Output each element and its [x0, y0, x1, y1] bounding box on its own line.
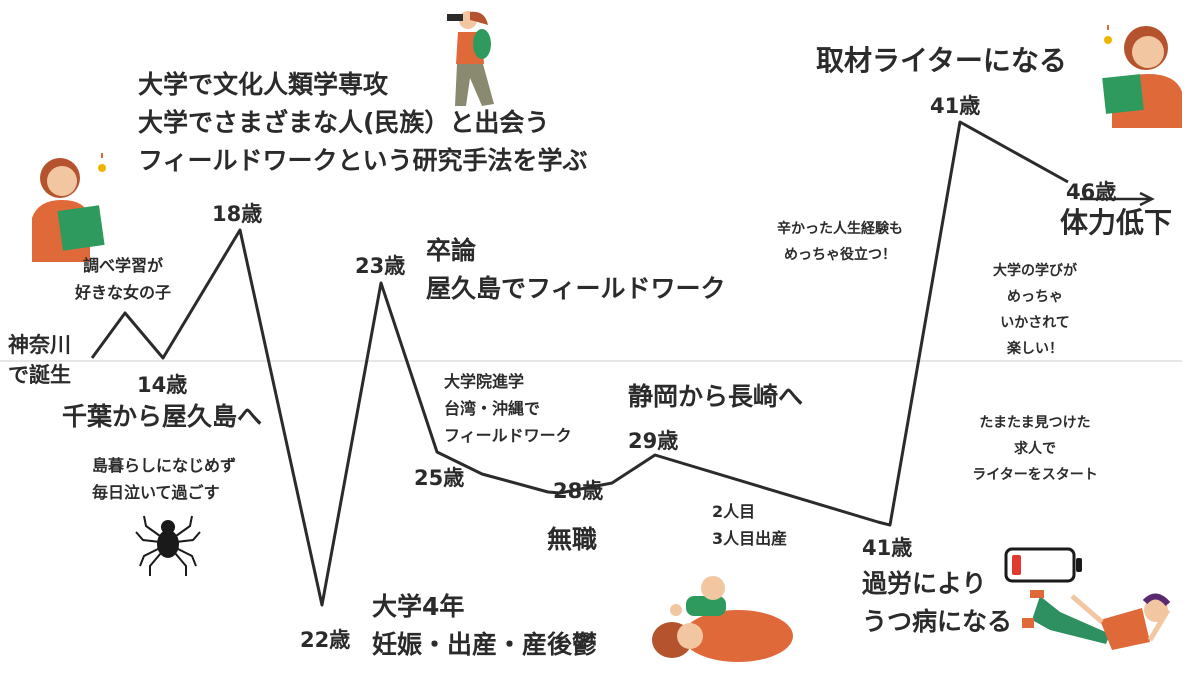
age-22-label: 22歳	[300, 628, 351, 652]
grad-school-line-2: 台湾・沖縄で	[444, 399, 541, 418]
university-line-1: 大学で文化人類学専攻	[138, 70, 389, 99]
university-line-3: フィールドワークという研究手法を学ぶ	[138, 146, 588, 175]
children-line-1: 2人目	[712, 502, 756, 521]
writer-label: 取材ライターになる	[816, 44, 1067, 77]
learning-label: 大学の学びが めっちゃ いかされて 楽しい！	[975, 258, 1095, 362]
pregnancy-line-1: 大学4年	[372, 592, 465, 621]
age-14-label: 14歳	[137, 373, 188, 397]
learning-line-4: 楽しい！	[1007, 341, 1063, 357]
age-28-label: 28歳	[553, 479, 604, 503]
learning-line-2: めっちゃ	[1007, 289, 1063, 305]
future-arrow-head	[1139, 191, 1155, 207]
island-life-line-1: 島暮らしになじめず	[92, 456, 237, 475]
unemployed-label: 無職	[547, 525, 598, 554]
pregnancy-line-2: 妊娠・出産・産後鬱	[372, 630, 598, 659]
birth-label-line-2: で誕生	[8, 363, 71, 387]
pregnancy-label: 大学4年 妊娠・出産・産後鬱	[372, 588, 597, 664]
age-41-high-label: 41歳	[930, 94, 981, 118]
age-41-low-label: 41歳	[862, 536, 913, 560]
graduation-line-1: 卒論	[426, 236, 477, 265]
depression-label: 過労により うつ病になる	[862, 565, 1012, 641]
children-line-2: 3人目出産	[712, 529, 788, 548]
university-line-2: 大学でさまざまな人(民族）と出会う	[138, 108, 550, 137]
job-found-label: たまたま見つけた 求人で ライターをスタート	[950, 410, 1120, 488]
grad-school-line-1: 大学院進学	[444, 372, 525, 391]
experience-label: 辛かった人生経験も めっちゃ役立つ！	[750, 216, 930, 268]
life-curve-line	[90, 120, 1069, 607]
move-label: 千葉から屋久島へ	[62, 402, 263, 431]
job-found-line-2: 求人で	[1014, 441, 1056, 457]
age-29-label: 29歳	[628, 429, 679, 453]
girl-reading-illustration	[32, 153, 106, 262]
grad-school-line-3: フィールドワーク	[444, 426, 572, 445]
children-label: 2人目 3人目出産	[712, 498, 787, 552]
low-battery-icon	[1004, 547, 1082, 583]
learning-line-3: いかされて	[1000, 315, 1070, 331]
job-found-line-1: たまたま見つけた	[979, 415, 1091, 431]
writer-woman-illustration	[1102, 25, 1182, 128]
depression-line-1: 過労により	[862, 569, 987, 598]
decline-label: 体力低下	[1060, 206, 1173, 239]
relocation-label: 静岡から長崎へ	[628, 382, 804, 411]
experience-line-1: 辛かった人生経験も	[777, 221, 903, 237]
age-46-label: 46歳	[1066, 180, 1117, 204]
grad-school-label: 大学院進学 台湾・沖縄で フィールドワーク	[444, 368, 572, 449]
university-label: 大学で文化人類学専攻 大学でさまざまな人(民族）と出会う フィールドワークという…	[138, 66, 588, 180]
graduation-line-2: 屋久島でフィールドワーク	[426, 274, 726, 303]
learning-line-1: 大学の学びが	[993, 263, 1077, 279]
experience-line-2: めっちゃ役立つ！	[784, 247, 896, 263]
graduation-label: 卒論 屋久島でフィールドワーク	[426, 232, 726, 308]
child-label-line-1: 調べ学習が	[82, 256, 163, 275]
child-label-line-2: 好きな女の子	[74, 283, 171, 302]
falling-person-illustration	[1022, 590, 1171, 650]
age-18-label: 18歳	[212, 202, 263, 226]
child-label: 調べ学習が 好きな女の子	[68, 252, 178, 306]
birth-label-line-1: 神奈川	[8, 333, 71, 357]
depression-line-2: うつ病になる	[862, 607, 1013, 636]
island-life-label: 島暮らしになじめず 毎日泣いて過ごす	[92, 452, 236, 506]
island-life-line-2: 毎日泣いて過ごす	[92, 483, 220, 502]
hiker-binoculars-illustration	[447, 11, 494, 106]
age-25-label: 25歳	[414, 466, 465, 490]
woman-lying-with-baby-illustration	[652, 576, 793, 662]
job-found-line-3: ライターをスタート	[972, 467, 1098, 483]
birth-label: 神奈川 で誕生	[8, 330, 71, 390]
spider-icon	[135, 515, 201, 576]
age-23-label: 23歳	[355, 254, 406, 278]
